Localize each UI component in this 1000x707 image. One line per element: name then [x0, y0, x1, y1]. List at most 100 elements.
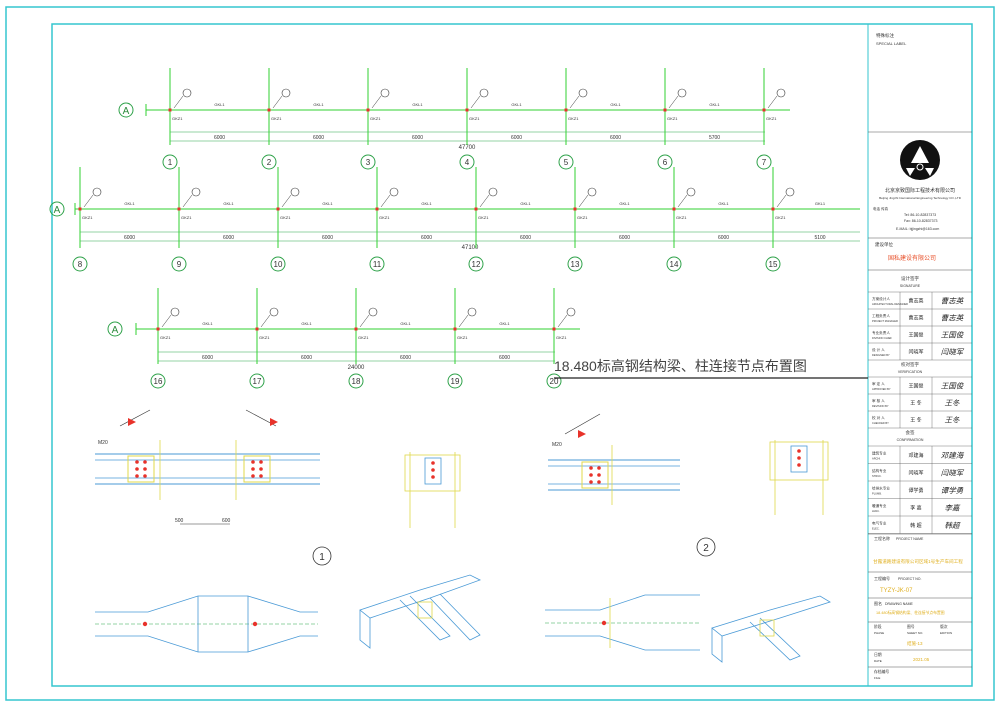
project-label-en: PROJECT NAME	[896, 537, 924, 541]
grid-bubble	[360, 154, 376, 170]
column-label: GKZ1	[259, 335, 270, 340]
role-signature: 王冬	[945, 416, 960, 425]
grid-label: 9	[177, 260, 182, 269]
column-node	[177, 207, 181, 211]
detail-1-bolt-note: M20	[98, 440, 108, 446]
column-label: GKZ1	[676, 215, 687, 220]
grid-label: 8	[78, 260, 83, 269]
grid-label: 5	[564, 158, 569, 167]
role-signature: 韩超	[945, 521, 961, 530]
role-label-cn: 专业负责人	[872, 330, 890, 335]
section-mark	[785, 187, 795, 197]
grid-label: 2	[267, 158, 272, 167]
grid-bubble	[765, 256, 781, 272]
leader-line	[767, 95, 778, 109]
detail-2-bolt-note: M20	[552, 442, 562, 448]
span-dimension: 6000	[718, 235, 729, 241]
grid-bubble	[468, 256, 484, 272]
plan-row-3: A 24000 6000GKL16000GKL16000GKL16000GKL1…	[107, 288, 580, 389]
span-dimension: 6000	[499, 355, 510, 361]
role-name: 李 嘉	[910, 504, 921, 511]
role-label-cn: 建筑专业	[872, 450, 887, 455]
section-mark	[479, 88, 489, 98]
section-mark	[170, 307, 180, 317]
detail-label-1: 1	[319, 552, 325, 563]
column-node	[573, 207, 577, 211]
edition-label-cn: 版次	[940, 624, 948, 629]
role-label-en: HVAC.	[872, 509, 880, 513]
contact-email: E-MAIL: bjjingzhi@163.com	[896, 227, 939, 231]
grid-bubble	[249, 373, 265, 389]
sheet-no: 结施-13	[907, 640, 923, 647]
plan-row-1: A 47700 6000GKL16000GKL16000GKL16000GKL1…	[118, 68, 790, 170]
role-label-en: ARCHI.	[872, 456, 881, 460]
span-dimension: 6000	[619, 235, 630, 241]
role-name: 王国俊	[908, 332, 923, 339]
column-node	[267, 108, 271, 112]
company-name-cn: 北京京致国际工程技术有限公司	[885, 187, 955, 194]
column-node	[474, 207, 478, 211]
span-dimension: 5700	[709, 135, 720, 141]
grid-label: 16	[154, 377, 163, 386]
span-dimension: 6000	[400, 355, 411, 361]
role-label-cn: 审 核 人	[872, 398, 885, 403]
section-mark	[677, 88, 687, 98]
verify-label-cn: 校对签字	[901, 361, 919, 368]
beam-label: GKL1	[718, 201, 729, 206]
role-label-cn: 校 对 人	[872, 415, 885, 420]
grid-bubble	[666, 256, 682, 272]
sheet-label-cn: 图号	[907, 624, 915, 629]
section-mark	[686, 187, 696, 197]
role-label-en: ARCHITECTURAL DESIGNER	[872, 302, 908, 306]
beam-label: GKL1	[412, 102, 423, 107]
role-label-cn: 审 定 人	[872, 381, 885, 386]
date-label-cn: 日期	[874, 652, 882, 657]
role-label-en: PROJECT MANAGER	[872, 319, 898, 323]
design-sign-label-cn: 设计签字	[901, 275, 919, 282]
beam-label: GKL1	[322, 201, 333, 206]
span-dimension: 6000	[610, 135, 621, 141]
grid-label: 20	[550, 377, 559, 386]
axis-bubble-a-1	[118, 102, 134, 118]
detail-2-plan	[545, 594, 700, 651]
beam-label: GKL1	[202, 321, 213, 326]
section-mark	[269, 307, 279, 317]
sheet-label-en: SHEET NO.	[907, 631, 923, 635]
client-name: 国私建设有限公司	[888, 254, 936, 262]
span-dimension: 6000	[124, 235, 135, 241]
section-mark	[389, 187, 399, 197]
row1-total-dimension: 47700	[459, 145, 476, 151]
company-logo	[900, 140, 940, 180]
section-mark	[380, 88, 390, 98]
span-dimension: 6000	[301, 355, 312, 361]
column-node	[375, 207, 379, 211]
section-mark	[488, 187, 498, 197]
section-mark	[776, 88, 786, 98]
section-mark	[281, 88, 291, 98]
role-name: 邓建海	[908, 452, 923, 459]
row2-total-dimension: 47100	[462, 245, 479, 251]
span-dimension: 6000	[322, 235, 333, 241]
column-node	[276, 207, 280, 211]
span-dimension: 6000	[313, 135, 324, 141]
leader-line	[578, 194, 589, 208]
role-label-cn: 电气专业	[872, 520, 887, 525]
grid-bubble	[348, 373, 364, 389]
role-signature: 闫晓军	[941, 348, 965, 357]
column-label: GKZ1	[556, 335, 567, 340]
grid-label: 1	[168, 158, 173, 167]
role-label-cn: 暖通专业	[872, 503, 887, 508]
project-no: TYZY-JK-07	[880, 588, 913, 594]
company-name-en: Beijing Jingzhi International Engineerin…	[879, 196, 962, 200]
client-label: 建设单位	[875, 241, 893, 248]
role-signature: 曹志英	[941, 314, 965, 323]
section-mark	[587, 187, 597, 197]
grid-bubble	[270, 256, 286, 272]
grid-label: 7	[762, 158, 767, 167]
grid-label: 4	[465, 158, 470, 167]
role-label-en: DIVISION CHIEF	[872, 336, 892, 340]
axis-label-a-1: A	[123, 106, 130, 117]
consult-label-en: CONFIRMATION	[897, 438, 924, 442]
beam-label: GKL1	[421, 201, 432, 206]
